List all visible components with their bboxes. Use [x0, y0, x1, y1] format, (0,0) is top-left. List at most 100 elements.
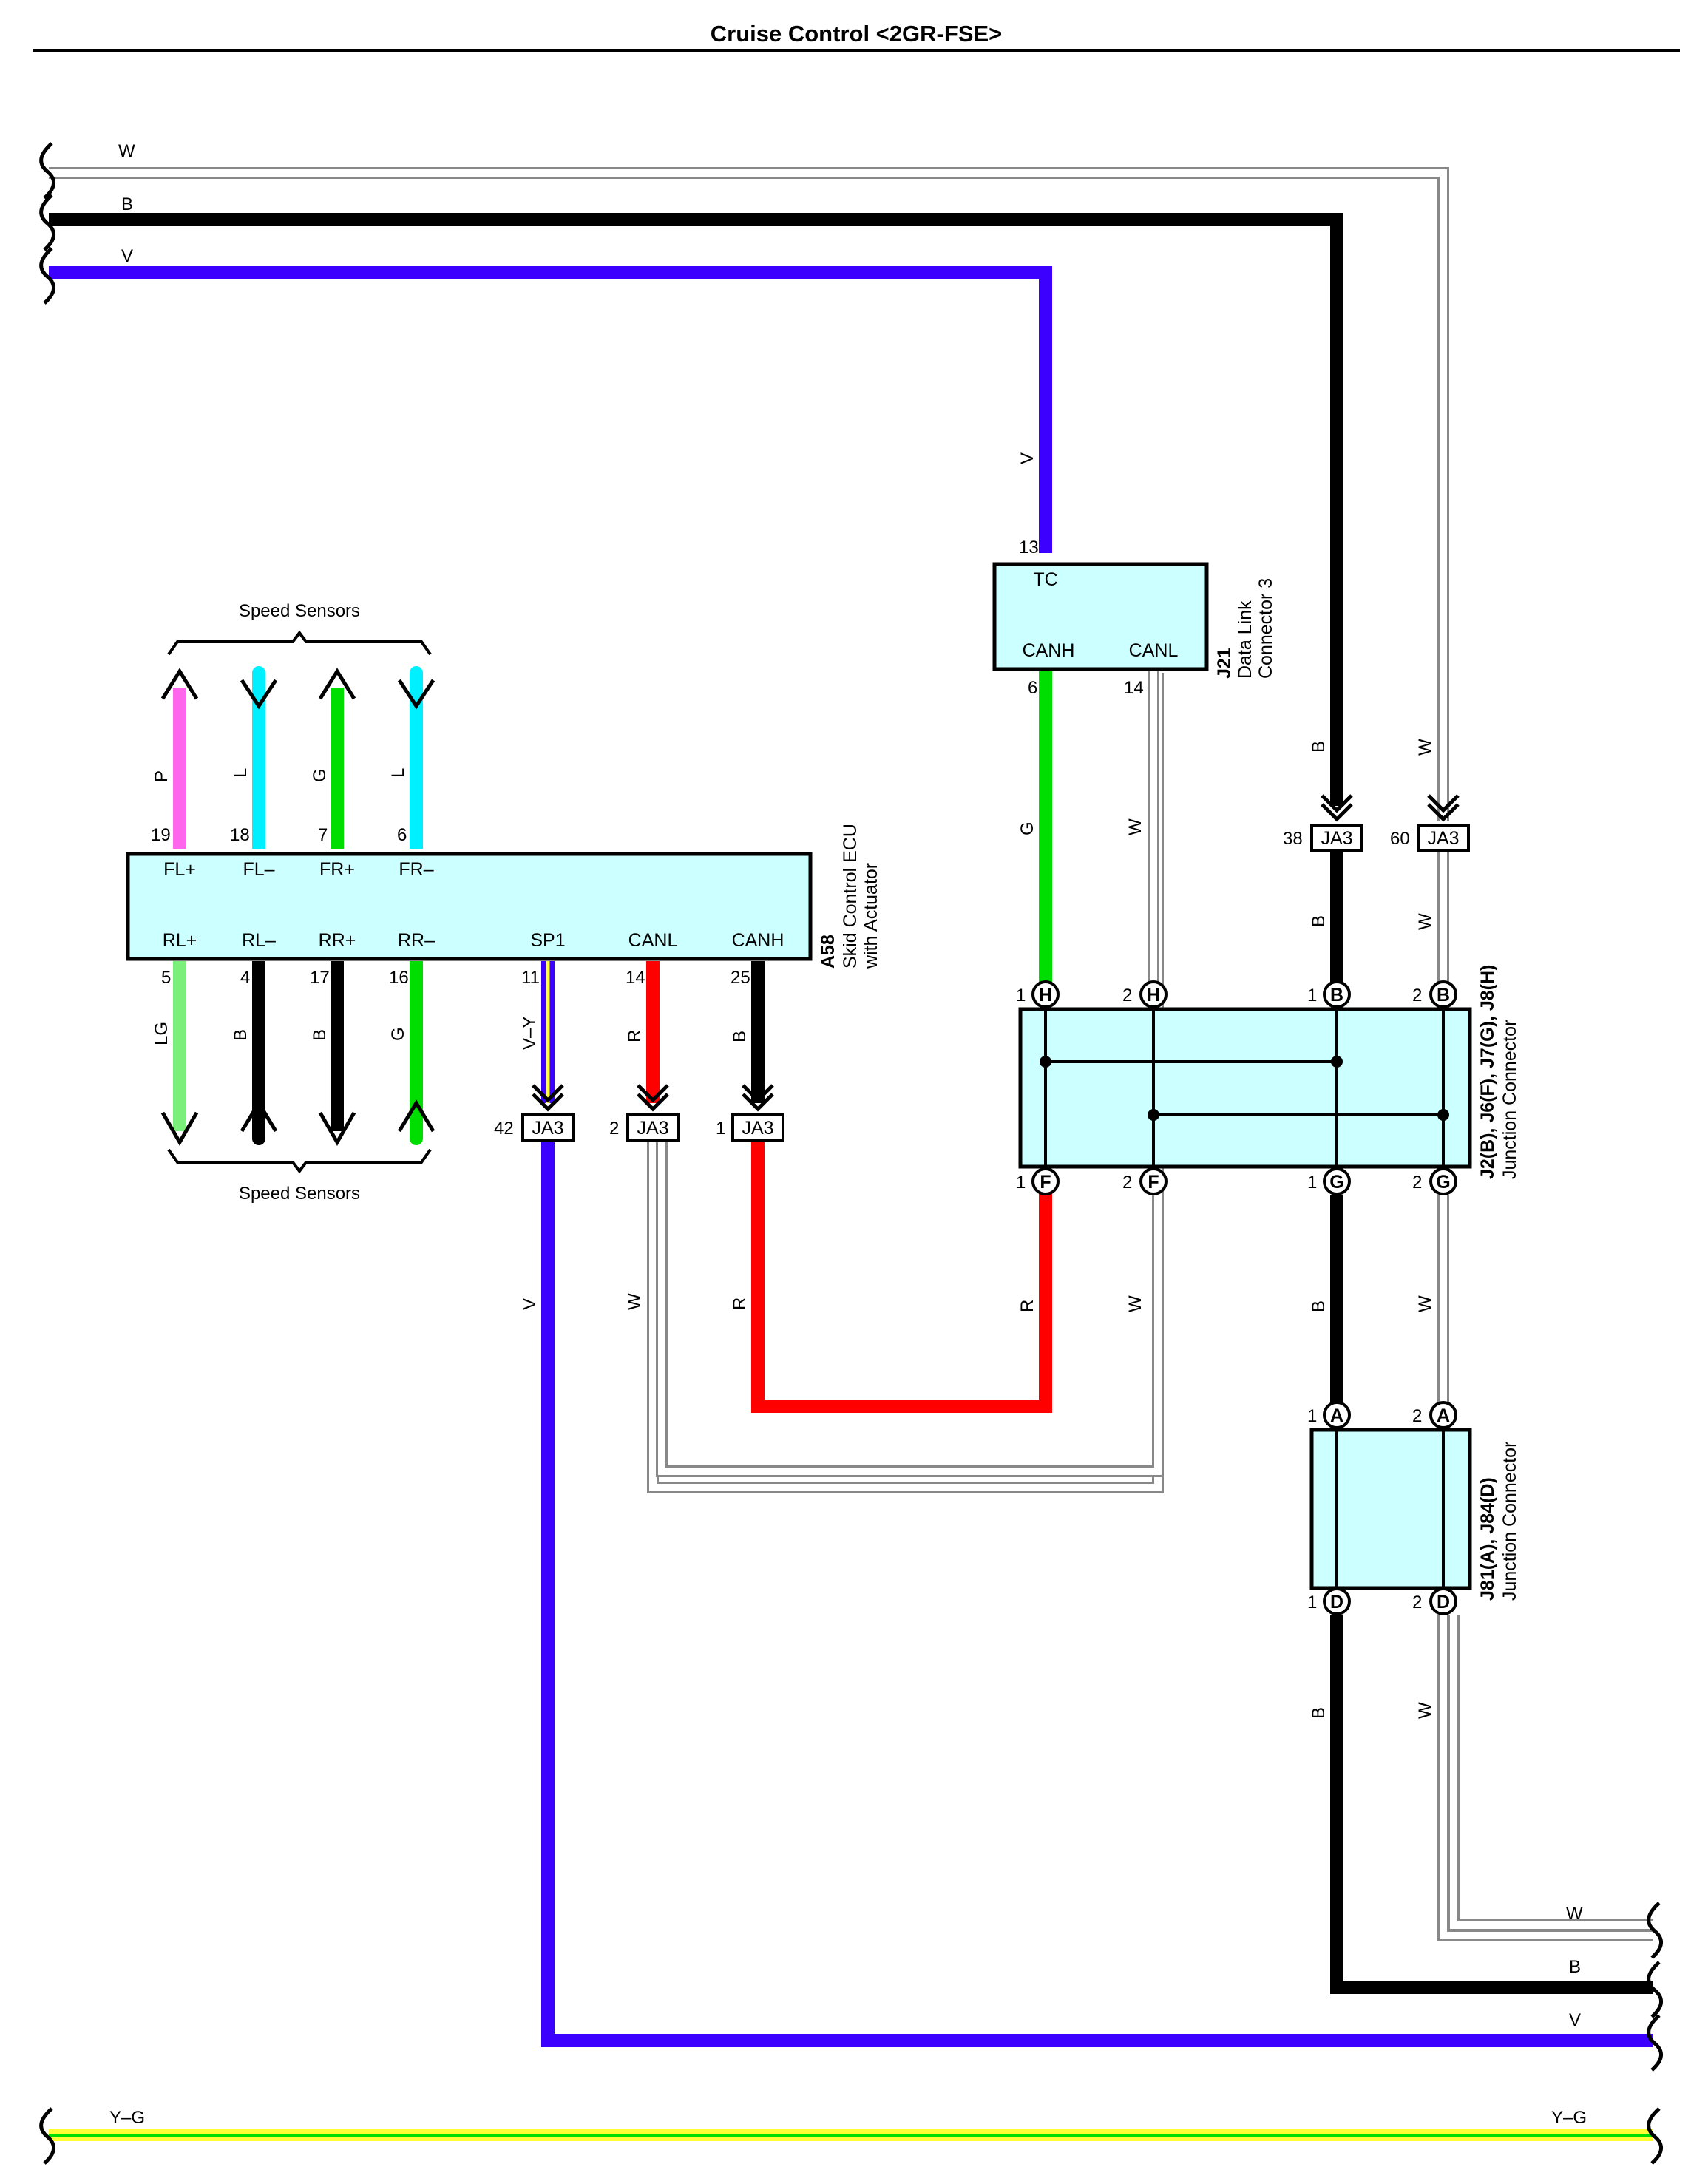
svg-text:Skid Control ECU: Skid Control ECU — [840, 824, 861, 969]
ja3-w-connector: JA3 60 — [1390, 824, 1470, 852]
a58-top-wire-labels: P L G L — [152, 768, 408, 782]
a58-ecu-box — [126, 852, 813, 961]
wire-v-top — [49, 266, 1052, 553]
svg-text:2: 2 — [1122, 1173, 1132, 1193]
jc-g2-w-label: W — [1415, 1295, 1435, 1312]
page-title: Cruise Control <2GR-FSE> — [710, 21, 1003, 47]
svg-text:RL+: RL+ — [163, 930, 197, 951]
wire-b-top — [49, 213, 1343, 806]
ja3-chevrons-lower — [532, 1084, 774, 1112]
a58-label: A58 Skid Control ECU with Actuator — [818, 824, 881, 969]
svg-text:38: 38 — [1283, 829, 1303, 849]
svg-text:2: 2 — [609, 1119, 619, 1139]
svg-text:2: 2 — [1412, 1406, 1422, 1426]
svg-text:J81(A), J84(D): J81(A), J84(D) — [1477, 1477, 1498, 1601]
svg-text:2: 2 — [1412, 1173, 1422, 1193]
wire-v-bottom — [541, 1142, 1653, 2047]
speed-sensors-bracket-top — [167, 630, 432, 656]
svg-text:1: 1 — [1016, 986, 1026, 1005]
yg-left-label: Y–G — [109, 2108, 145, 2128]
svg-text:42: 42 — [494, 1119, 514, 1139]
svg-text:Junction Connector: Junction Connector — [1499, 1442, 1520, 1601]
svg-text:14: 14 — [626, 968, 645, 988]
a58-top-pin-names: FL+ FL– FR+ FR– — [163, 859, 434, 880]
svg-text:JA3: JA3 — [637, 1118, 668, 1139]
svg-text:19: 19 — [151, 825, 171, 845]
svg-text:G: G — [388, 1027, 408, 1041]
jc2-bottom-pins: D 1 D 2 — [1307, 1587, 1457, 1615]
canh-g-label: G — [1017, 821, 1037, 835]
ja3-chevrons-upper — [1321, 794, 1460, 822]
svg-text:25: 25 — [731, 968, 750, 988]
svg-text:FL+: FL+ — [163, 859, 196, 880]
svg-text:J2(B), J6(F), J7(G), J8(H): J2(B), J6(F), J7(G), J8(H) — [1477, 965, 1498, 1179]
svg-text:JA3: JA3 — [1321, 828, 1352, 849]
wire-canh-r-loop — [751, 1142, 1052, 1413]
ja3-canl-connector: JA3 2 — [609, 1113, 680, 1142]
svg-text:CANL: CANL — [628, 930, 678, 951]
svg-text:2: 2 — [1412, 1592, 1422, 1612]
svg-text:6: 6 — [397, 825, 407, 845]
jc2-label: J81(A), J84(D) Junction Connector — [1477, 1442, 1520, 1601]
canl-w-label: W — [1125, 818, 1145, 835]
bottom-b-label: B — [1569, 1957, 1581, 1977]
svg-text:RR–: RR– — [398, 930, 435, 951]
svg-text:1: 1 — [1016, 1173, 1026, 1193]
j21-tc-name: TC — [1033, 569, 1057, 590]
svg-text:P: P — [152, 770, 172, 782]
svg-text:G: G — [1436, 1172, 1450, 1193]
svg-text:4: 4 — [240, 968, 250, 988]
svg-text:L: L — [388, 768, 408, 778]
svg-text:B: B — [310, 1029, 330, 1041]
jc-f1-r-label: R — [1017, 1300, 1037, 1312]
svg-text:B: B — [1437, 985, 1450, 1005]
title-bar: Cruise Control <2GR-FSE> — [33, 18, 1680, 52]
jc1-internal-lines — [1044, 1009, 1445, 1167]
a58-top-wires — [160, 666, 436, 849]
svg-text:CANH: CANH — [732, 930, 784, 951]
jc-f2-w-label: W — [1125, 1295, 1145, 1312]
svg-text:1: 1 — [1307, 1173, 1317, 1193]
svg-text:1: 1 — [1307, 986, 1317, 1005]
wire-b-bottom — [1330, 1615, 1653, 1994]
b-to-ja3-label: B — [1309, 741, 1329, 753]
svg-text:5: 5 — [161, 968, 171, 988]
svg-text:H: H — [1039, 985, 1052, 1005]
svg-text:B: B — [1330, 985, 1343, 1005]
j21-connector-box — [992, 562, 1209, 671]
svg-text:V–Y: V–Y — [520, 1017, 540, 1050]
j21-canl-name: CANL — [1129, 640, 1179, 661]
ja3-b-connector: JA3 38 — [1283, 824, 1363, 852]
svg-text:with Actuator: with Actuator — [861, 863, 881, 969]
bottom-w-label: W — [1566, 1904, 1583, 1924]
svg-text:A: A — [1437, 1405, 1450, 1426]
svg-text:FR–: FR– — [399, 859, 433, 880]
wire-canl-w-loop — [647, 673, 1164, 1493]
top-v-label: V — [121, 246, 133, 266]
j21-label: J21 Data Link Connector 3 — [1214, 578, 1276, 679]
svg-text:Junction Connector: Junction Connector — [1499, 1020, 1520, 1179]
wire-w-top — [49, 167, 1449, 821]
ja3-canh-connector: JA3 1 — [716, 1113, 784, 1142]
svg-text:1: 1 — [1307, 1592, 1317, 1612]
svg-text:1: 1 — [1307, 1406, 1317, 1426]
top-b-label: B — [121, 194, 133, 214]
ecu-lower-wire-labels: V–Y R B — [520, 1017, 750, 1050]
j21-tc-pin: 13 — [1019, 537, 1039, 557]
w-to-ja3-label: W — [1415, 739, 1435, 756]
a58-bottom-wire-labels: LG B B G — [152, 1022, 408, 1045]
j21-canl-pin: 14 — [1124, 678, 1144, 698]
canh-r-low-label: R — [730, 1298, 750, 1310]
speed-sensors-bracket-bottom — [167, 1148, 432, 1174]
svg-text:2: 2 — [1122, 986, 1132, 1005]
break-marks-left — [39, 142, 55, 305]
svg-text:Connector 3: Connector 3 — [1255, 578, 1276, 679]
jc-g1-b-label: B — [1309, 1300, 1329, 1312]
bottom-v-label: V — [1569, 2010, 1581, 2030]
svg-text:G: G — [1329, 1172, 1343, 1193]
svg-text:JA3: JA3 — [1427, 828, 1459, 849]
svg-text:D: D — [1330, 1592, 1343, 1612]
svg-text:JA3: JA3 — [532, 1118, 563, 1139]
a58-bottom-wires — [160, 961, 436, 1147]
